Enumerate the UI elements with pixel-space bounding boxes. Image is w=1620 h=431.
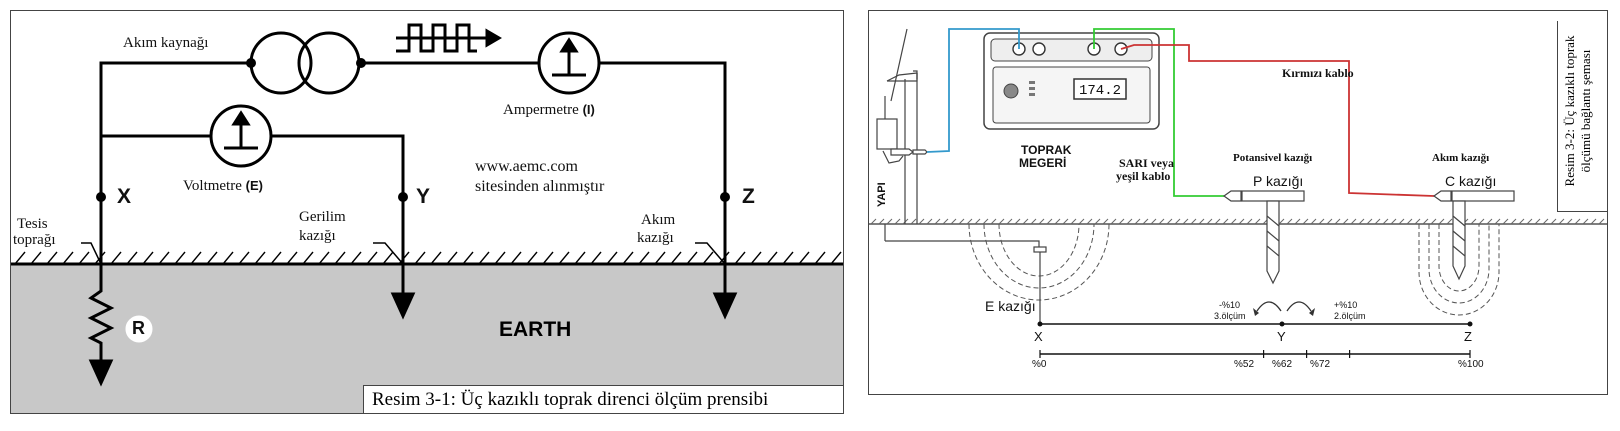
source-note-line1: www.aemc.com <box>475 158 578 175</box>
current-stake <box>1432 190 1515 281</box>
meter-label-1: TOPRAK <box>1021 143 1072 157</box>
minus-note-2: 3.ölçüm <box>1214 311 1246 321</box>
scale-ticks <box>1039 350 1471 358</box>
measurement-arcs <box>1256 301 1312 312</box>
circuit-wires <box>99 61 727 264</box>
scale-label-72: %72 <box>1310 359 1331 370</box>
earth-label: EARTH <box>499 318 572 341</box>
three-stake-connection-diagram: 174.2 <box>868 10 1608 395</box>
potential-stake-label: P kazığı <box>1253 173 1304 189</box>
blue-cable <box>926 28 1020 153</box>
axis-y-label: Y <box>1277 329 1286 344</box>
voltage-stake-label-1: Gerilim <box>299 209 346 225</box>
distance-axis <box>1040 323 1470 355</box>
scale-label-100: %100 <box>1458 359 1484 370</box>
yellow-cable-label-1: SARI veya <box>1119 156 1175 170</box>
earth-tester-device <box>983 32 1160 130</box>
ground-stakes <box>390 264 738 320</box>
current-stake-title: Akım kazığı <box>1432 152 1490 164</box>
r-badge <box>125 315 153 343</box>
figure-caption-right: Resim 3-2: Üç kazıklı toprak ölçümü bağl… <box>1557 21 1607 212</box>
potential-stake <box>1222 190 1305 285</box>
arc-arrowheads <box>1253 308 1315 316</box>
voltmeter-symbol <box>209 104 273 168</box>
scale-label-0: %0 <box>1032 359 1047 370</box>
caption-right-line-2: ölçümü bağlantı şeması <box>1578 49 1593 173</box>
node-x-label: X <box>117 185 132 208</box>
earth-resistance-principle-diagram: Akım kaynağı Ampermetre (I) Voltmetre (E… <box>10 10 844 414</box>
facility-ground-label-2: toprağı <box>13 232 56 248</box>
plus-note-1: +%10 <box>1334 300 1358 310</box>
yellow-cable-label-2: yeşil kablo <box>1116 169 1171 183</box>
red-cable <box>1120 44 1435 197</box>
node-z-label: Z <box>742 185 755 208</box>
scale-label-62: %62 <box>1272 359 1293 370</box>
voltmeter-label: Voltmetre (E) <box>183 178 263 194</box>
ammeter-symbol <box>537 31 601 95</box>
plus-note-2: 2.ölçüm <box>1334 311 1366 321</box>
resistor-symbol <box>87 264 115 387</box>
minus-note-1: -%10 <box>1219 300 1241 310</box>
current-source-symbol <box>249 31 361 95</box>
ground-hatching <box>14 251 842 265</box>
ground-hatching <box>870 218 1607 225</box>
figure-caption-left: Resim 3-1: Üç kazıklı toprak direnci ölç… <box>363 385 843 413</box>
axis-points <box>1037 321 1473 327</box>
node-y-label: Y <box>416 185 431 208</box>
red-cable-label: Kırmızı kablo <box>1282 66 1354 80</box>
resistance-label: R <box>132 318 145 338</box>
green-cable <box>1093 28 1224 197</box>
clamp-connector <box>890 148 928 156</box>
potential-stake-title: Potansivel kazığı <box>1233 152 1313 164</box>
ammeter-label: Ampermetre (I) <box>503 102 595 118</box>
c-stake-field-lines <box>1418 224 1500 316</box>
e-stake <box>1033 246 1047 324</box>
scale-label-52: %52 <box>1234 359 1255 370</box>
connection-drawing: 174.2 <box>869 28 1607 358</box>
principle-circuit-drawing <box>11 23 843 413</box>
meter-display-reading: 174.2 <box>1079 83 1121 99</box>
caption-right-line-1: Resim 3-2: Üç kazıklı toprak <box>1562 35 1577 187</box>
facility-ground-label-1: Tesis <box>17 216 48 232</box>
square-wave-icon <box>396 23 502 53</box>
leader-lines <box>81 242 726 265</box>
e-stake-field-lines <box>968 223 1110 301</box>
meter-label-2: MEGERİ <box>1019 156 1067 170</box>
current-stake-label: C kazığı <box>1445 173 1497 189</box>
source-note-line2: sitesinden alınmıştır <box>475 178 605 195</box>
e-stake-label: E kazığı <box>985 298 1036 314</box>
axis-x-label: X <box>1034 329 1043 344</box>
current-stake-label-1: Akım <box>641 212 676 228</box>
current-source-label: Akım kaynağı <box>123 35 209 51</box>
structure-label: YAPI <box>876 182 888 207</box>
axis-z-label: Z <box>1464 329 1472 344</box>
current-stake-label-2: kazığı <box>637 230 674 246</box>
voltage-stake-label-2: kazığı <box>299 228 336 244</box>
